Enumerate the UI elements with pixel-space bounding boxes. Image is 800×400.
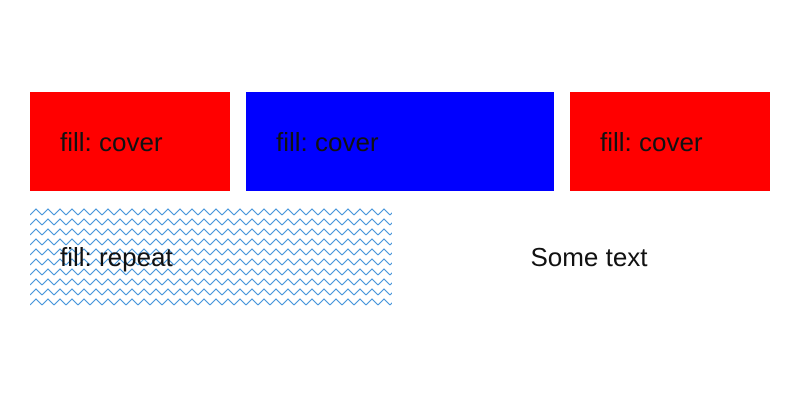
tile-label: fill: cover bbox=[600, 126, 703, 157]
zigzag-pattern bbox=[30, 207, 392, 307]
tile-label: fill: repeat bbox=[60, 242, 173, 272]
tile-label: fill: cover bbox=[60, 126, 163, 157]
tile-cover-red-right: fill: cover bbox=[570, 92, 770, 191]
tile-label: fill: cover bbox=[276, 126, 379, 157]
tile-repeat-pattern: fill: repeat bbox=[30, 207, 392, 307]
tile-cover-blue: fill: cover bbox=[246, 92, 554, 191]
side-text: Some text bbox=[530, 242, 648, 272]
tile-cover-red-left: fill: cover bbox=[30, 92, 230, 191]
